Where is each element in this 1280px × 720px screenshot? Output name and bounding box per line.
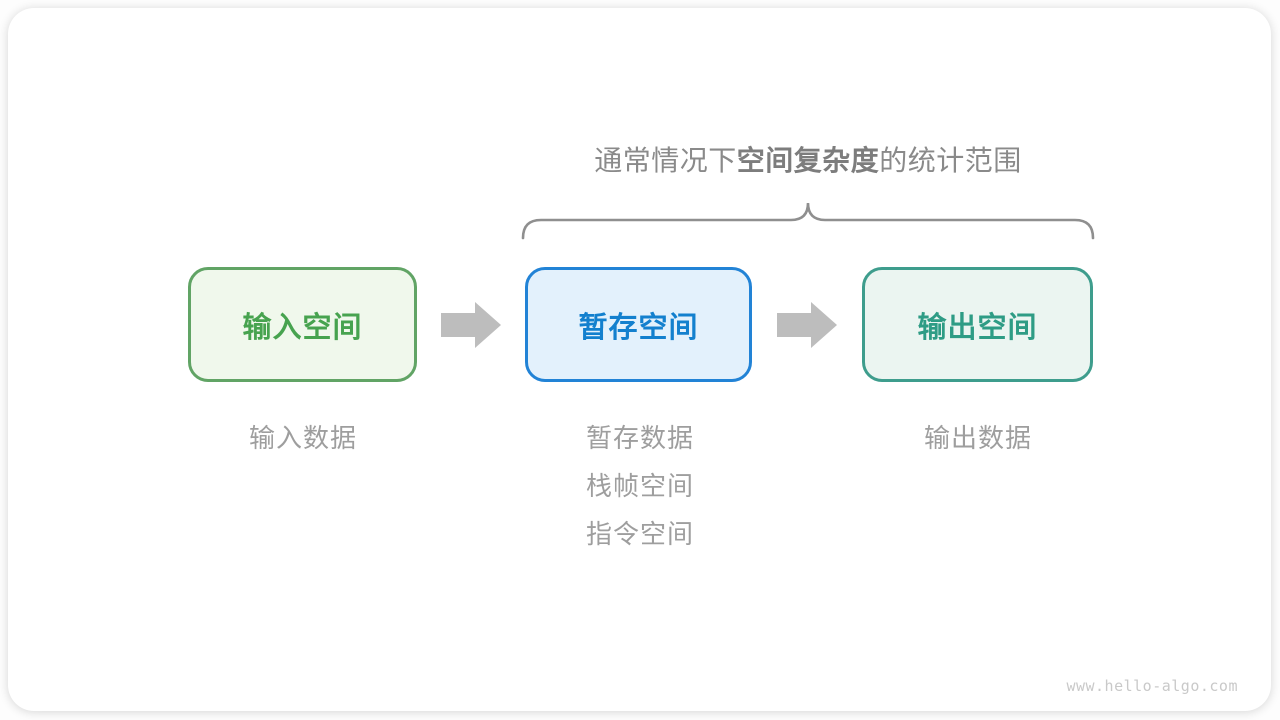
- sublabel-input-data: 输入数据: [248, 423, 358, 453]
- title-prefix: 通常情况下: [594, 145, 737, 176]
- sublabel-instruction-space: 指令空间: [585, 519, 695, 549]
- title-bold-term: 空间复杂度: [736, 145, 880, 176]
- curly-brace-path: [521, 202, 1095, 240]
- box-output-space-label: 输出空间: [917, 311, 1038, 344]
- diagram-title: 通常情况下空间复杂度的统计范围: [594, 146, 1022, 176]
- watermark: www.hello-algo.com: [1066, 677, 1238, 695]
- arrow-right-shape: [777, 302, 837, 348]
- title-suffix: 的统计范围: [879, 145, 1022, 176]
- curly-brace-icon: [521, 202, 1095, 240]
- arrow-right-icon: [441, 302, 501, 348]
- box-input-space-label: 输入空间: [242, 311, 363, 344]
- box-output-space: 输出空间: [862, 267, 1093, 382]
- box-temp-space: 暂存空间: [525, 267, 752, 382]
- box-temp-space-label: 暂存空间: [578, 311, 699, 344]
- sublabel-output-data: 输出数据: [923, 423, 1033, 453]
- arrow-right-icon: [777, 302, 837, 348]
- box-input-space: 输入空间: [188, 267, 417, 382]
- sublabel-temp-data: 暂存数据: [585, 423, 695, 453]
- arrow-right-shape: [441, 302, 501, 348]
- sublabel-stack-frame-space: 栈帧空间: [585, 471, 695, 501]
